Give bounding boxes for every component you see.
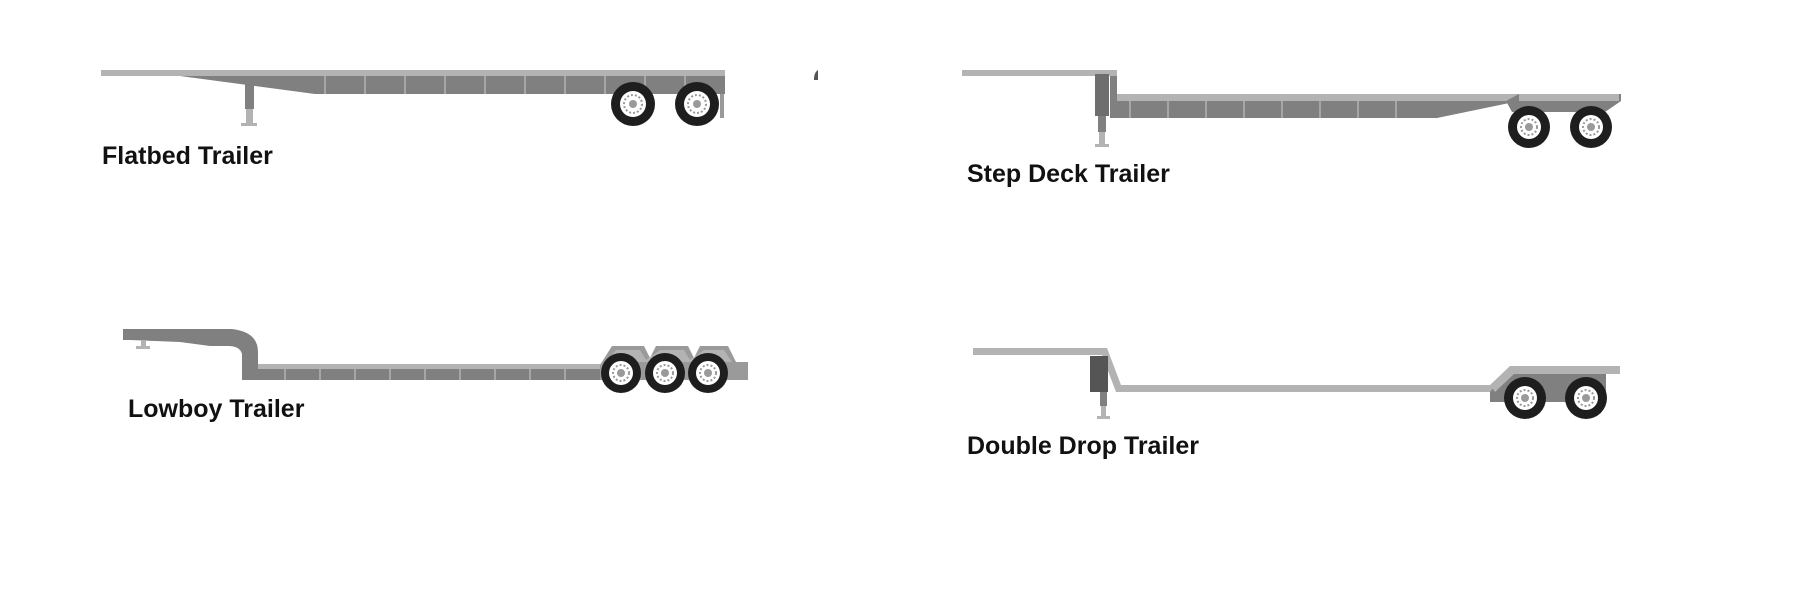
- flatbed-trailer: Flatbed Trailer: [0, 0, 900, 200]
- step-deck-trailer-illustration: [962, 70, 1621, 148]
- flatbed-trailer-illustration: [101, 70, 725, 126]
- step-deck-axle-1: [1508, 106, 1550, 148]
- lowboy-axle-1: [601, 353, 641, 393]
- flatbed-landing-gear: [241, 84, 257, 126]
- step-deck-trailer-label: Step Deck Trailer: [967, 160, 1170, 188]
- double-drop-trailer-illustration: [973, 348, 1620, 419]
- step-deck-trailer: Step Deck Trailer: [900, 0, 1800, 200]
- lowboy-trailer: Lowboy Trailer: [0, 300, 900, 500]
- double-drop-axle-1: [1504, 377, 1546, 419]
- double-drop-trailer: Double Drop Trailer: [900, 300, 1800, 500]
- step-deck-landing-gear: [1095, 116, 1109, 147]
- lowboy-axle-2: [645, 353, 685, 393]
- lowboy-gooseneck: [123, 329, 258, 380]
- step-deck-axle-2: [1570, 106, 1612, 148]
- double-drop-landing-gear: [1097, 392, 1110, 419]
- lowboy-trailer-label: Lowboy Trailer: [128, 395, 305, 423]
- double-drop-frame: [973, 348, 1493, 392]
- flatbed-axle-1: [611, 82, 655, 126]
- double-drop-trailer-label: Double Drop Trailer: [967, 432, 1199, 460]
- step-deck-lower-deck: [1095, 74, 1519, 118]
- double-drop-axle-2: [1565, 377, 1607, 419]
- flatbed-axle-2: [675, 82, 719, 126]
- step-deck-upper-deck: [962, 70, 1117, 96]
- stray-mark: [814, 70, 818, 80]
- lowboy-axle-3: [688, 353, 728, 393]
- lowboy-deck: [242, 364, 602, 380]
- lowboy-trailer-illustration: [123, 329, 748, 393]
- flatbed-deck: [101, 70, 725, 118]
- flatbed-trailer-label: Flatbed Trailer: [102, 142, 273, 170]
